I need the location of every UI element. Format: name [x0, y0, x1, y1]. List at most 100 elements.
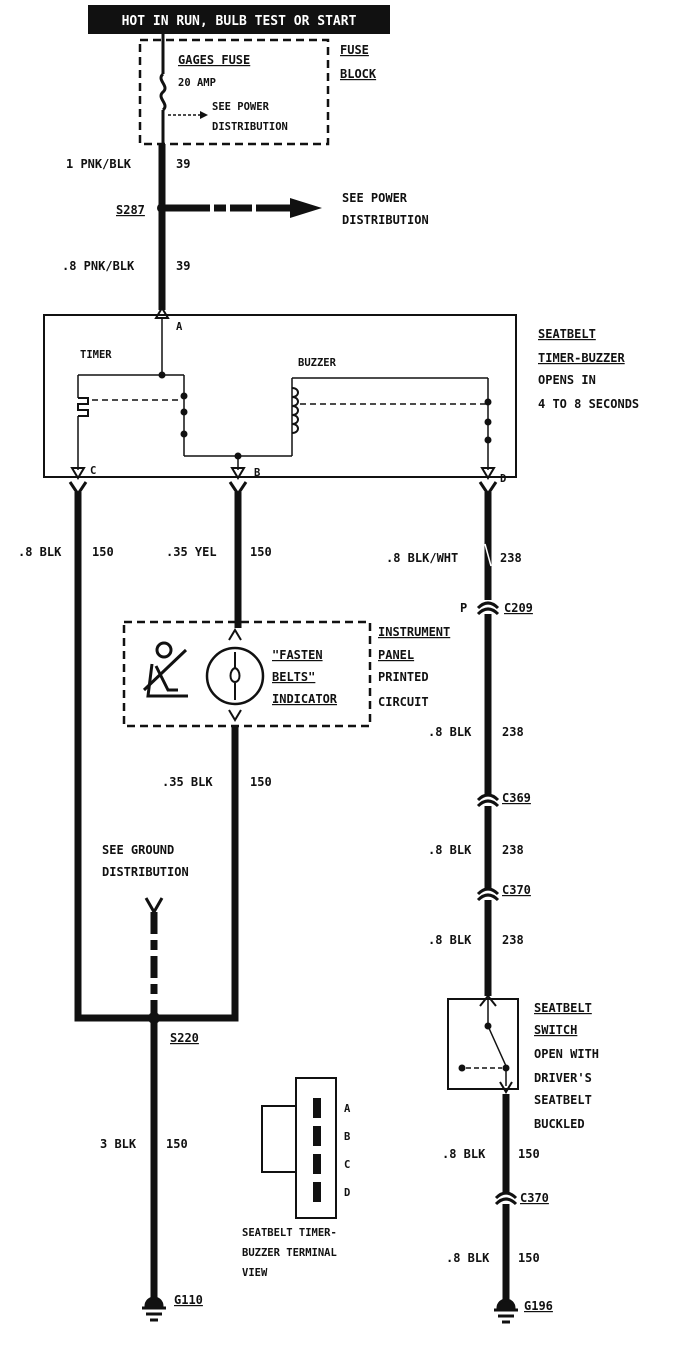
bulb-filament-icon [229, 652, 241, 700]
c370b-label: C370 [520, 1191, 549, 1205]
wire-39-bottom-circuit: 39 [176, 259, 190, 273]
fuse-see-power-1: SEE POWER [212, 101, 270, 113]
fuse-rating: 20 AMP [178, 77, 216, 89]
switch-line-1: SEATBELT [534, 1001, 592, 1015]
wire-c370-size: .8 BLK [428, 933, 472, 947]
splice-s287: S287 [116, 203, 145, 217]
terminal-view-body [295, 1077, 337, 1219]
switch-line-2: SWITCH [534, 1023, 577, 1037]
buzzer-coil-icon [291, 387, 299, 434]
module-title-4: 4 TO 8 SECONDS [538, 397, 639, 411]
power-dist-1: SEE POWER [342, 191, 408, 205]
wire-b-circuit: 150 [250, 545, 272, 559]
bulb-in-arrow-icon [228, 628, 242, 641]
header-text: HOT IN RUN, BULB TEST OR START [122, 14, 357, 29]
terminal-pin-c: C [344, 1159, 350, 1171]
switch-pivot [458, 1064, 466, 1072]
pin-d-label: D [500, 473, 506, 485]
wire-39-bottom-size: .8 PNK/BLK [62, 259, 135, 273]
panel-line-1: INSTRUMENT [378, 625, 450, 639]
c209-label: C209 [504, 601, 533, 615]
terminal-view-tab [261, 1105, 297, 1173]
timer-label: TIMER [80, 349, 112, 361]
indicator-dashed-box [122, 620, 372, 728]
connector-c370b-icon [494, 1191, 518, 1206]
fuse-element-icon [159, 72, 167, 112]
wire-c369-size: .8 BLK [428, 843, 472, 857]
pin-b-arrow-icon [230, 467, 246, 480]
switch-contact-bottom [502, 1064, 510, 1072]
c209-pin: P [460, 601, 467, 615]
wire-39-top-size: 1 PNK/BLK [66, 157, 132, 171]
switch-line-4: DRIVER'S [534, 1071, 592, 1085]
fuse-see-power-2: DISTRIBUTION [212, 121, 288, 133]
switch-line-3: OPEN WITH [534, 1047, 599, 1061]
fuse-dashed-box [138, 38, 330, 146]
terminal-slot-b [313, 1126, 321, 1146]
connector-c370a-icon [476, 887, 500, 902]
pin-a-label: A [176, 321, 183, 333]
header-banner [88, 5, 390, 34]
switch-line-5: SEATBELT [534, 1093, 592, 1107]
ground-g110-icon [142, 1296, 166, 1322]
switch-in-arrow-icon [479, 994, 497, 1007]
terminal-slot-a [313, 1098, 321, 1118]
connector-c369-icon [476, 793, 500, 808]
wire-d-size: .8 BLK/WHT [386, 551, 458, 565]
see-ground-2: DISTRIBUTION [102, 865, 189, 879]
buzzer-contact-2 [484, 418, 492, 426]
module-title-1: SEATBELT [538, 327, 596, 341]
wire-ind-out-size: .35 BLK [162, 775, 213, 789]
buzzer-label: BUZZER [298, 357, 337, 369]
wire-ind-out-circuit: 150 [250, 775, 272, 789]
bulb-out-arrow-icon [228, 709, 242, 722]
wire-c369-circuit: 238 [502, 843, 524, 857]
wire-switch-out2-circuit: 150 [518, 1251, 540, 1265]
terminal-slot-c [313, 1154, 321, 1174]
wire-b-size: .35 YEL [166, 545, 217, 559]
ground-dist-arrow-icon [144, 897, 164, 916]
power-dist-arrow-icon [290, 198, 322, 218]
wire-switch-out2-size: .8 BLK [446, 1251, 490, 1265]
wire-c-circuit: 150 [92, 545, 114, 559]
pin-c-label: C [90, 465, 96, 477]
wire-39-top-circuit: 39 [176, 157, 190, 171]
switch-out-arrow-icon [499, 1081, 513, 1094]
fuse-block-1: FUSE [340, 43, 369, 57]
power-dist-2: DISTRIBUTION [342, 213, 429, 227]
wire-d-stripe [484, 543, 492, 567]
fuse-title: GAGES FUSE [178, 53, 250, 67]
connector-c209-icon [476, 601, 500, 616]
panel-line-3: PRINTED [378, 670, 429, 684]
terminal-pin-a: A [344, 1103, 351, 1115]
wire-c370-circuit: 238 [502, 933, 524, 947]
wire-c-150 [74, 492, 154, 1022]
wire-switch-out-size: .8 BLK [442, 1147, 486, 1161]
pin-c-arrow-icon [70, 467, 86, 480]
fuse-block-2: BLOCK [340, 67, 377, 81]
indicator-line-1: "FASTEN [272, 648, 323, 662]
terminal-slot-d [313, 1182, 321, 1202]
pin-a-arrow-icon [154, 306, 170, 319]
seatbelt-person-icon [142, 641, 188, 698]
terminal-caption-1: SEATBELT TIMER- [242, 1227, 337, 1239]
ground-g196: G196 [524, 1299, 553, 1313]
wire-ground-circuit: 150 [166, 1137, 188, 1151]
see-ground-1: SEE GROUND [102, 843, 174, 857]
timer-buzzer-module [43, 314, 517, 478]
timer-contact-2 [180, 408, 188, 416]
c369-label: C369 [502, 791, 531, 805]
wire-c209-circuit: 238 [502, 725, 524, 739]
ground-g196-icon [494, 1298, 518, 1324]
indicator-bulb-icon [205, 646, 265, 706]
wire-d-circuit: 238 [500, 551, 522, 565]
splice-s220: S220 [170, 1031, 199, 1045]
ground-g110: G110 [174, 1293, 203, 1307]
pin-b-label: B [254, 467, 260, 479]
module-title-3: OPENS IN [538, 373, 596, 387]
terminal-caption-3: VIEW [242, 1267, 268, 1279]
terminal-pin-d: D [344, 1187, 350, 1199]
timer-heater-icon [77, 397, 89, 417]
